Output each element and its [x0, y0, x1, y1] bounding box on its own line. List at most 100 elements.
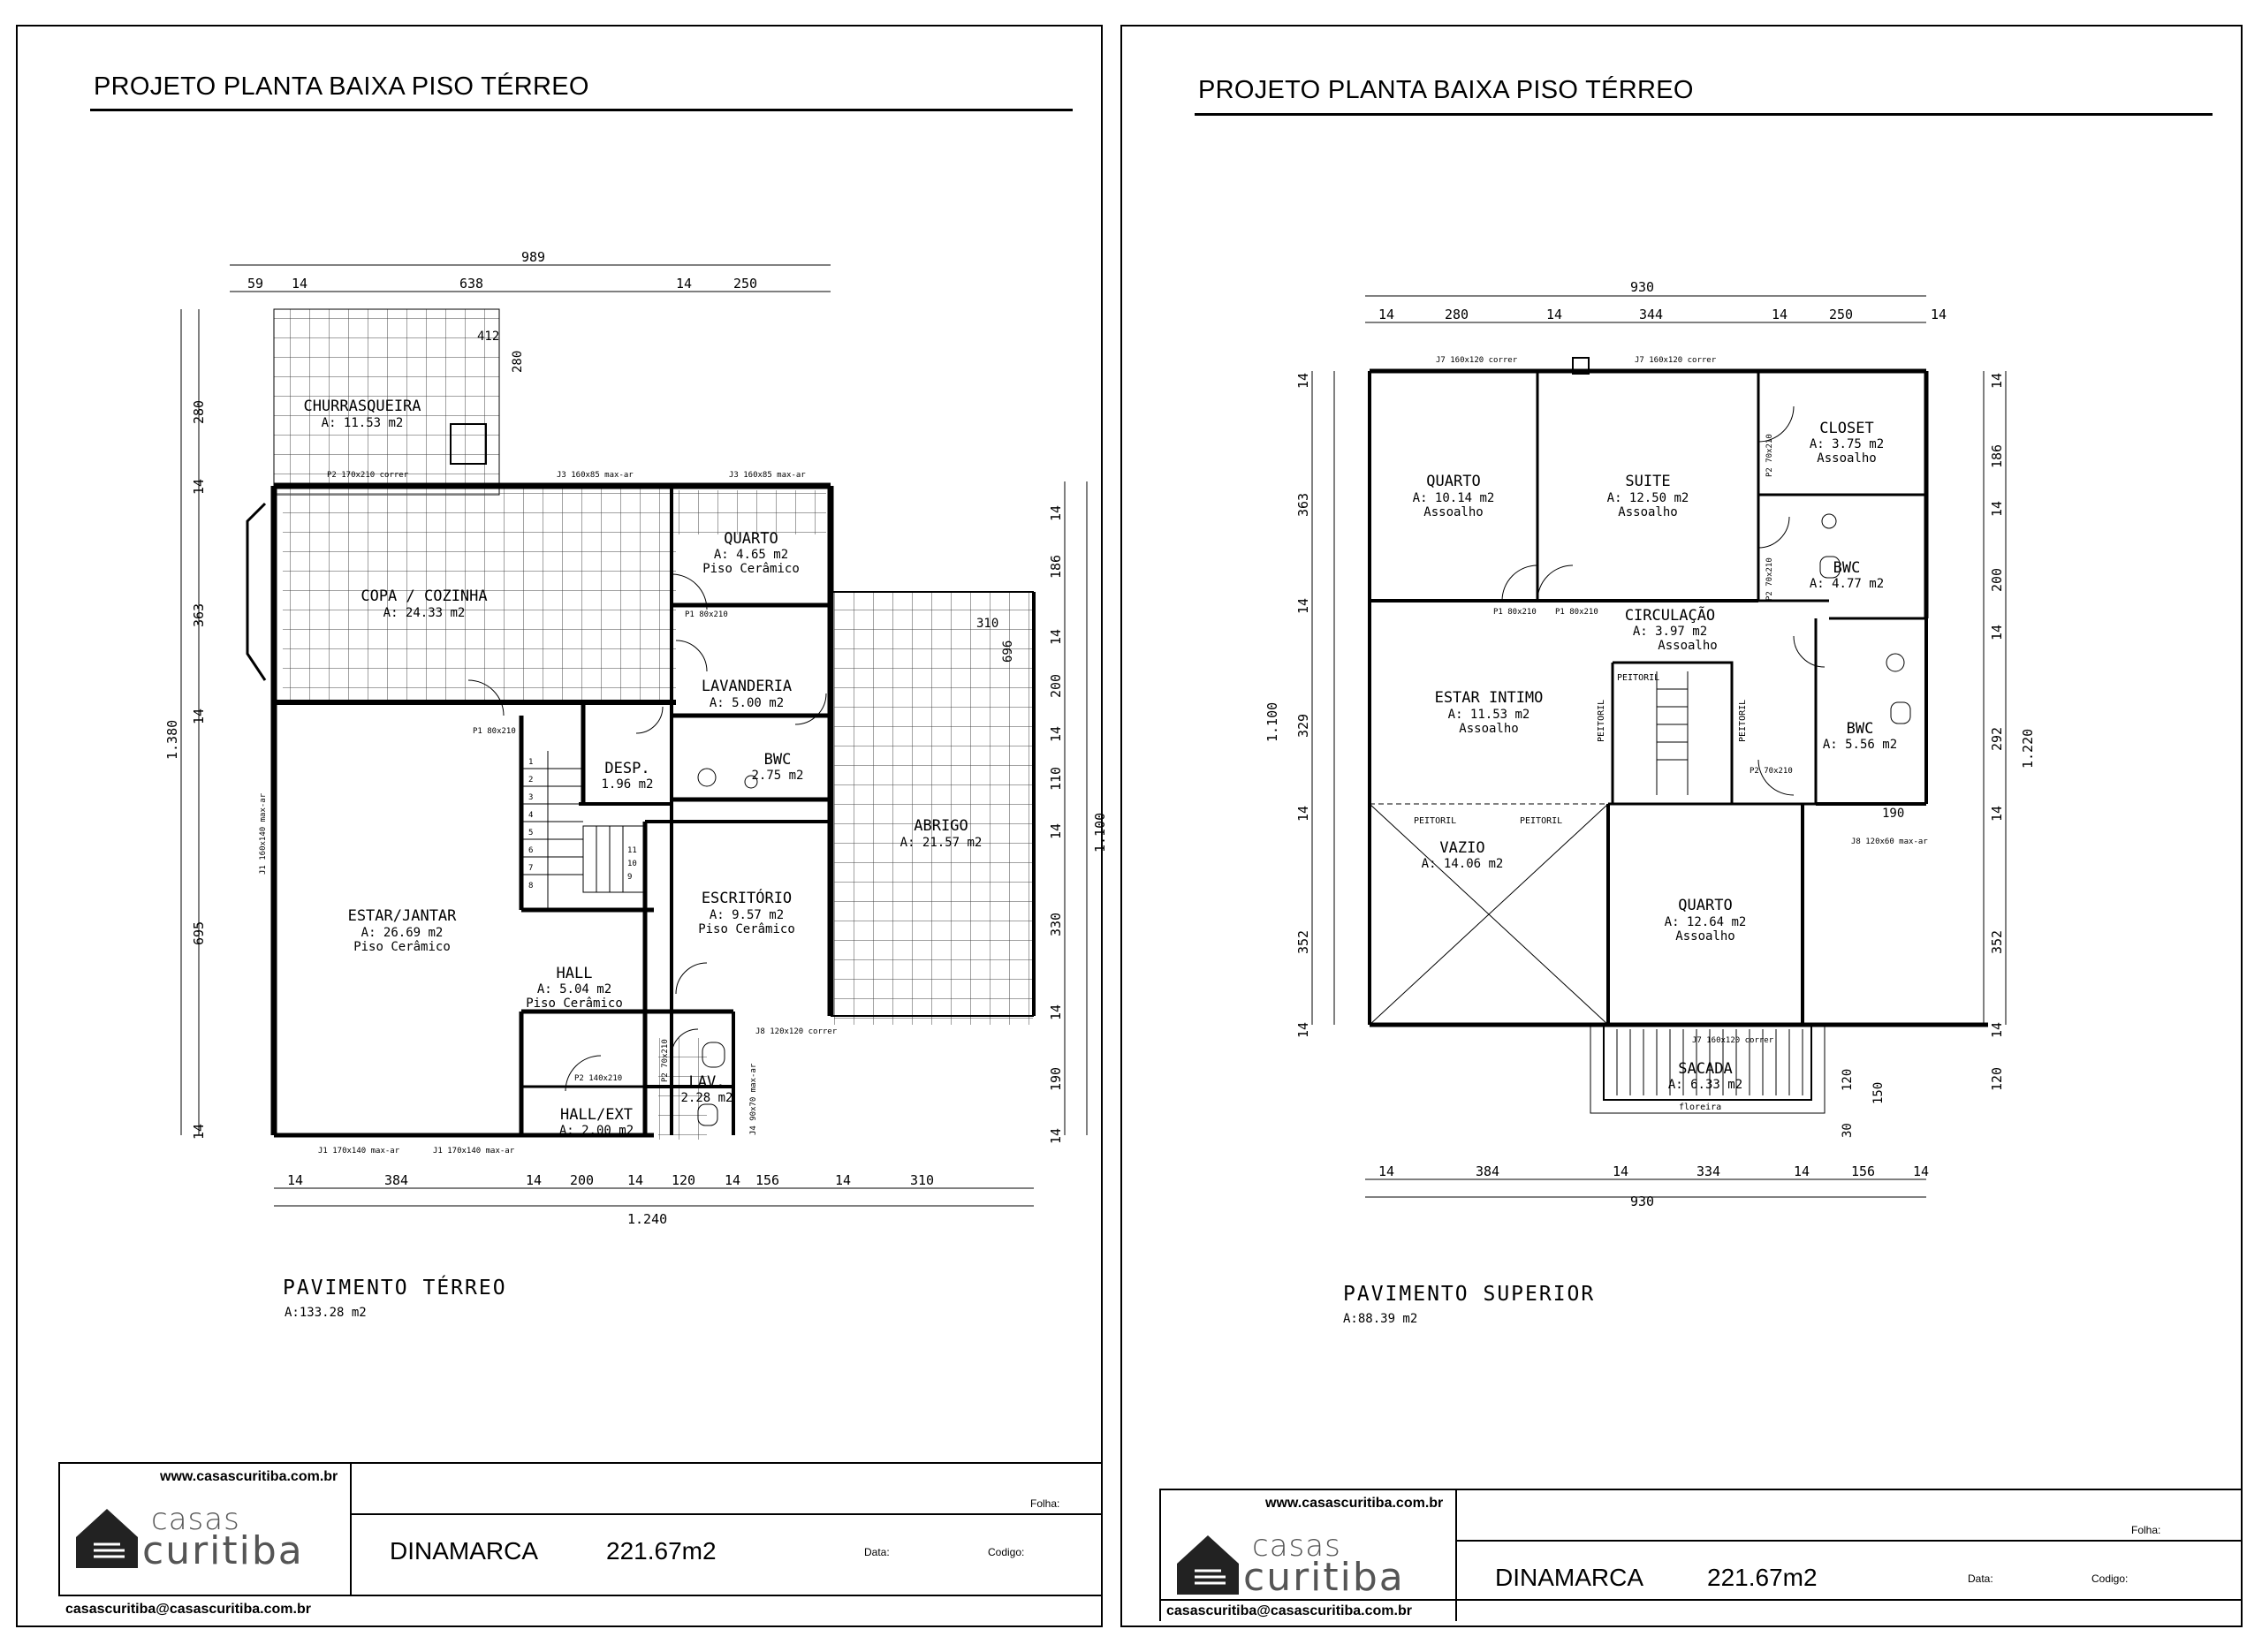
opening-label: P2 70x210	[1765, 557, 1774, 601]
room-area: A: 26.69 m2	[361, 926, 444, 940]
dim-bottom: 14	[1378, 1163, 1394, 1179]
dim-right: 14	[1989, 373, 2005, 389]
stair-step: 6	[528, 846, 533, 855]
dim-left: 363	[191, 603, 207, 627]
brand-curitiba: curitiba	[142, 1528, 304, 1573]
dim-bottom: 120	[672, 1172, 695, 1188]
room-name: ESTAR/JANTAR	[348, 907, 458, 925]
opening-label: J3 160x85 max-ar	[557, 471, 634, 480]
opening-label: P2 70x210	[1765, 434, 1774, 477]
room-area: A: 12.50 m2	[1607, 491, 1689, 505]
opening-label: P2 70x210	[1750, 767, 1793, 776]
peitoril-label: PEITORIL	[1414, 816, 1456, 826]
room-name: CHURRASQUEIRA	[303, 398, 421, 415]
sheet-upper-floor: PROJETO PLANTA BAIXA PISO TÉRREO	[1120, 25, 2243, 1627]
dim-left: 280	[191, 400, 207, 424]
stair-step: 2	[528, 776, 533, 784]
title-rule	[90, 109, 1073, 111]
room-area: A: 4.77 m2	[1810, 577, 1884, 591]
brand-logo: casas curitiba	[72, 1502, 337, 1573]
project-name: DINAMARCA	[1495, 1564, 1644, 1591]
stair-step: 9	[627, 873, 632, 882]
opening-label: J7 160x120 correr	[1635, 356, 1717, 365]
plan-area: A:88.39 m2	[1343, 1312, 1418, 1326]
peitoril-label: PEITORIL	[1738, 700, 1748, 742]
stair-step: 1	[528, 758, 533, 767]
dim-top: 14	[1378, 307, 1394, 322]
dim-top: 14	[1546, 307, 1562, 322]
dim-bottom: 14	[1794, 1163, 1810, 1179]
dim-left: 329	[1295, 714, 1311, 738]
room-area: A: 4.65 m2	[714, 548, 788, 562]
dim-bottom: 14	[1613, 1163, 1628, 1179]
dim-bottom: 384	[384, 1172, 408, 1188]
room-finish: Assoalho	[1675, 929, 1734, 943]
opening-label: P1 80x210	[473, 727, 516, 736]
stair-step: 4	[528, 811, 533, 820]
opening-label: P1 80x210	[1555, 608, 1598, 617]
dim-right: 14	[1048, 1004, 1064, 1020]
dim-left-total: 1.380	[164, 720, 180, 760]
room-area: A: 5.56 m2	[1823, 738, 1897, 752]
small-label: 310	[976, 617, 998, 631]
opening-label: J8 120x120 correr	[755, 1027, 838, 1036]
website-link[interactable]: www.casascuritiba.com.br	[1265, 1496, 1444, 1511]
contact-email[interactable]: casascuritiba@casascuritiba.com.br	[1166, 1603, 1412, 1618]
room-name: VAZIO	[1439, 839, 1484, 857]
dim-right: 14	[1989, 806, 2005, 822]
room-name: ABRIGO	[914, 817, 968, 835]
dim-bottom: 156	[1851, 1163, 1875, 1179]
room-area: A: 21.57 m2	[900, 836, 983, 850]
small-label: 30	[1841, 1123, 1855, 1138]
opening-label: J3 160x85 max-ar	[729, 471, 806, 480]
title-rule	[1195, 113, 2213, 116]
room-area: A: 9.57 m2	[710, 908, 784, 922]
room-name: BWC	[764, 751, 792, 769]
dim-right: 14	[1989, 625, 2005, 640]
room-name: HALL/EXT	[560, 1106, 633, 1124]
dim-right: 330	[1048, 913, 1064, 936]
room-finish: Piso Cerâmico	[526, 997, 623, 1011]
dim-bottom: 384	[1476, 1163, 1499, 1179]
room-area: 2.28 m2	[680, 1091, 732, 1105]
dim-bottom-total: 1.240	[627, 1211, 667, 1227]
dim-top: 14	[1772, 307, 1788, 322]
opening-label: P1 80x210	[1493, 608, 1537, 617]
title-block: www.casascuritiba.com.br casas curitiba …	[1159, 1462, 2241, 1626]
small-label: 696	[1001, 640, 1015, 663]
dim-right-total: 1.220	[2020, 729, 2036, 769]
website-link[interactable]: www.casascuritiba.com.br	[160, 1469, 338, 1484]
opening-label: J1 170x140 max-ar	[318, 1147, 400, 1156]
stair-step: 11	[627, 846, 637, 855]
room-name: BWC	[1847, 720, 1874, 738]
opening-label: J4 90x70 max-ar	[749, 1063, 758, 1135]
room-name: HALL	[557, 965, 593, 982]
opening-label: J7 160x120 correr	[1436, 356, 1518, 365]
room-name: QUARTO	[724, 530, 778, 548]
project-name: DINAMARCA	[390, 1537, 539, 1565]
room-name: ESTAR INTIMO	[1435, 689, 1544, 707]
dim-top-total: 930	[1630, 279, 1654, 295]
project-area: 221.67m2	[1707, 1564, 1818, 1591]
stair-step: 10	[627, 860, 637, 868]
room-name: SUITE	[1625, 473, 1670, 490]
room-name: CLOSET	[1819, 420, 1873, 437]
dim-top: 344	[1639, 307, 1663, 322]
dim-left: 14	[191, 1124, 207, 1140]
dim-top: 59	[247, 276, 263, 292]
dim-left: 14	[1295, 373, 1311, 389]
room-area: A: 24.33 m2	[383, 606, 466, 620]
plan-name: PAVIMENTO TÉRREO	[283, 1277, 507, 1300]
dim-bottom: 14	[526, 1172, 542, 1188]
dim-right: 190	[1048, 1067, 1064, 1091]
dim-bottom: 14	[627, 1172, 643, 1188]
contact-email[interactable]: casascuritiba@casascuritiba.com.br	[65, 1602, 311, 1617]
dim-right: 186	[1989, 444, 2005, 468]
room-name: COPA / COZINHA	[361, 587, 487, 605]
stair-step: 8	[528, 882, 533, 890]
sheet-title: PROJETO PLANTA BAIXA PISO TÉRREO	[1198, 76, 1694, 104]
room-name: SACADA	[1678, 1060, 1732, 1078]
room-name: LAV.	[689, 1073, 725, 1091]
room-area: A: 6.33 m2	[1668, 1078, 1742, 1092]
room-area: A: 2.00 m2	[559, 1124, 634, 1138]
